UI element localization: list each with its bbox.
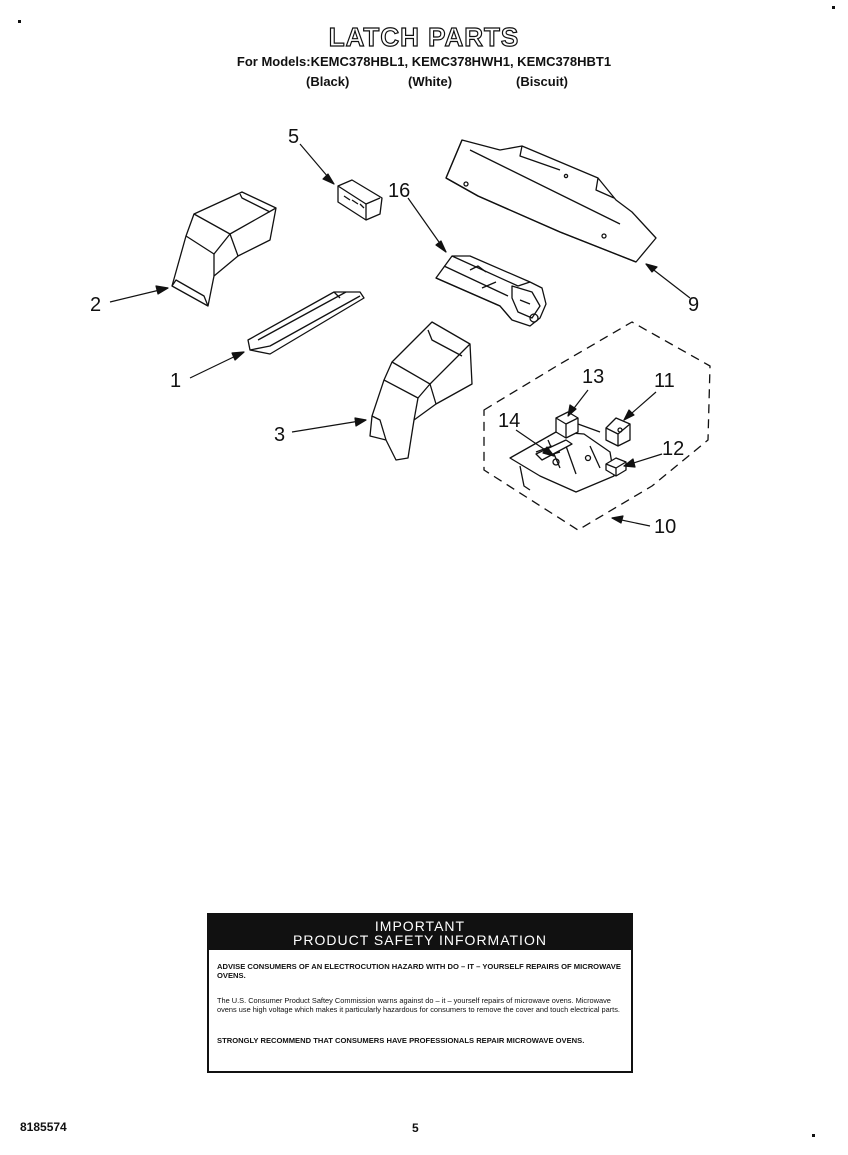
safety-notice-heading-line1: IMPORTANT bbox=[374, 918, 466, 934]
callout-12: 12 bbox=[662, 438, 685, 460]
callout-9: 9 bbox=[688, 294, 700, 316]
part-9-latch-bracket bbox=[445, 139, 657, 263]
page-title: LATCH PARTS bbox=[328, 21, 520, 52]
color-label-biscuit: (Biscuit) bbox=[516, 74, 568, 89]
page-number: 5 bbox=[412, 1121, 419, 1135]
callout-16: 16 bbox=[388, 180, 411, 202]
leader-lines bbox=[109, 143, 691, 527]
part-16-latch-assembly bbox=[435, 255, 547, 327]
safety-notice-para1: ADVISE CONSUMERS OF AN ELECTROCUTION HAZ… bbox=[217, 962, 621, 980]
callout-3: 3 bbox=[274, 424, 286, 446]
safety-notice-para3: STRONGLY RECOMMEND THAT CONSUMERS HAVE P… bbox=[217, 1036, 585, 1045]
part-1-rail bbox=[247, 291, 365, 355]
callout-1: 1 bbox=[170, 370, 182, 392]
models-line: For Models:KEMC378HBL1, KEMC378HWH1, KEM… bbox=[236, 54, 612, 69]
safety-notice-para2: The U.S. Consumer Product Saftey Commiss… bbox=[217, 996, 620, 1014]
callout-13: 13 bbox=[582, 366, 605, 388]
part-2-shield bbox=[171, 191, 277, 307]
part-5-block bbox=[337, 179, 383, 221]
document-number: 8185574 bbox=[20, 1120, 67, 1134]
callout-14: 14 bbox=[498, 410, 521, 432]
corner-mark-top-right bbox=[832, 6, 835, 9]
exploded-parts-diagram bbox=[109, 139, 711, 531]
safety-notice-heading: IMPORTANT PRODUCT SAFETY INFORMATION bbox=[209, 915, 631, 950]
corner-mark-bottom-right bbox=[812, 1134, 815, 1137]
part-3-curved-shield bbox=[369, 321, 473, 461]
callout-10: 10 bbox=[654, 516, 677, 538]
callout-2: 2 bbox=[90, 294, 102, 316]
part-10-switch-assembly bbox=[483, 321, 711, 531]
callout-5: 5 bbox=[288, 126, 300, 148]
callout-11: 11 bbox=[654, 370, 675, 392]
corner-mark-top-left bbox=[18, 20, 21, 23]
color-label-black: (Black) bbox=[306, 74, 350, 89]
color-label-white: (White) bbox=[408, 74, 453, 89]
safety-notice-heading-line2: PRODUCT SAFETY INFORMATION bbox=[293, 932, 547, 948]
safety-notice-box: IMPORTANT PRODUCT SAFETY INFORMATION ADV… bbox=[207, 913, 633, 1073]
